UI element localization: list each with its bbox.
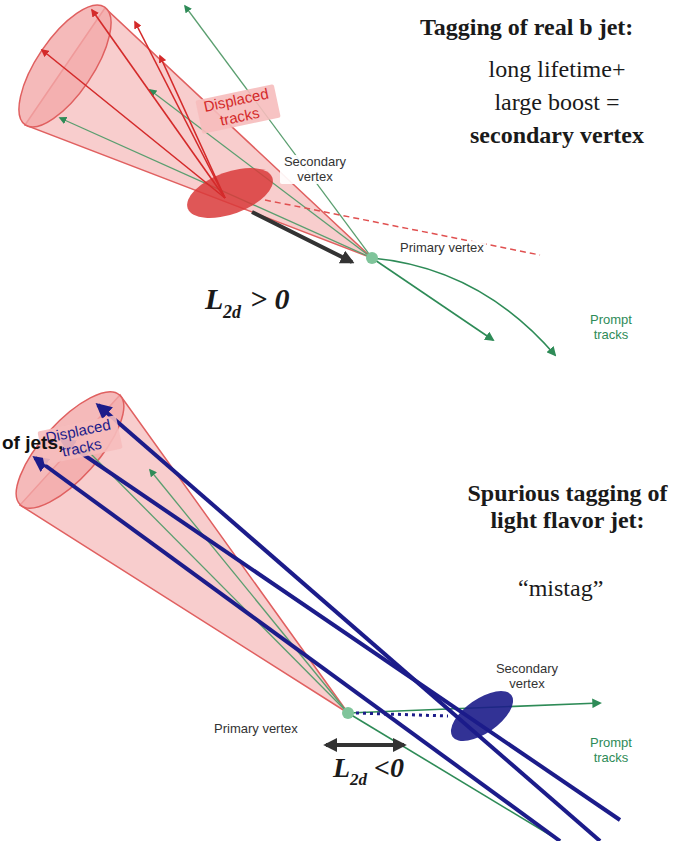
panel-heading: Tagging of real b jet: bbox=[420, 14, 633, 41]
distance-subscript: 2d bbox=[223, 302, 241, 322]
track-label: Prompt tracks bbox=[574, 736, 648, 765]
vertex-label: Secondary vertex bbox=[492, 662, 562, 691]
distance-sign: <0 bbox=[374, 752, 404, 783]
vertex-label: Primary vertex bbox=[212, 722, 300, 737]
vertex-label: Primary vertex bbox=[398, 241, 486, 256]
panel-heading: Spurious tagging of light flavor jet: bbox=[445, 480, 690, 534]
b-jet-panel bbox=[2, 0, 555, 355]
track-label: Displaced tracks bbox=[195, 84, 280, 133]
distance-symbol: L bbox=[333, 752, 350, 783]
annotation-text: long lifetime+ bbox=[482, 56, 632, 83]
distance-sign: > 0 bbox=[250, 282, 290, 316]
track-label: Prompt tracks bbox=[574, 313, 648, 342]
cropped-text: of jets, bbox=[2, 432, 63, 453]
distance-symbol: L bbox=[205, 282, 223, 316]
vertex-label: Secondary vertex bbox=[280, 155, 350, 184]
mistag-panel bbox=[0, 376, 620, 841]
annotation-text: secondary vertex bbox=[462, 122, 652, 149]
distance-subscript: 2d bbox=[350, 770, 367, 789]
annotation-text: “mistag” bbox=[518, 575, 603, 602]
annotation-text: large boost = bbox=[482, 89, 632, 116]
